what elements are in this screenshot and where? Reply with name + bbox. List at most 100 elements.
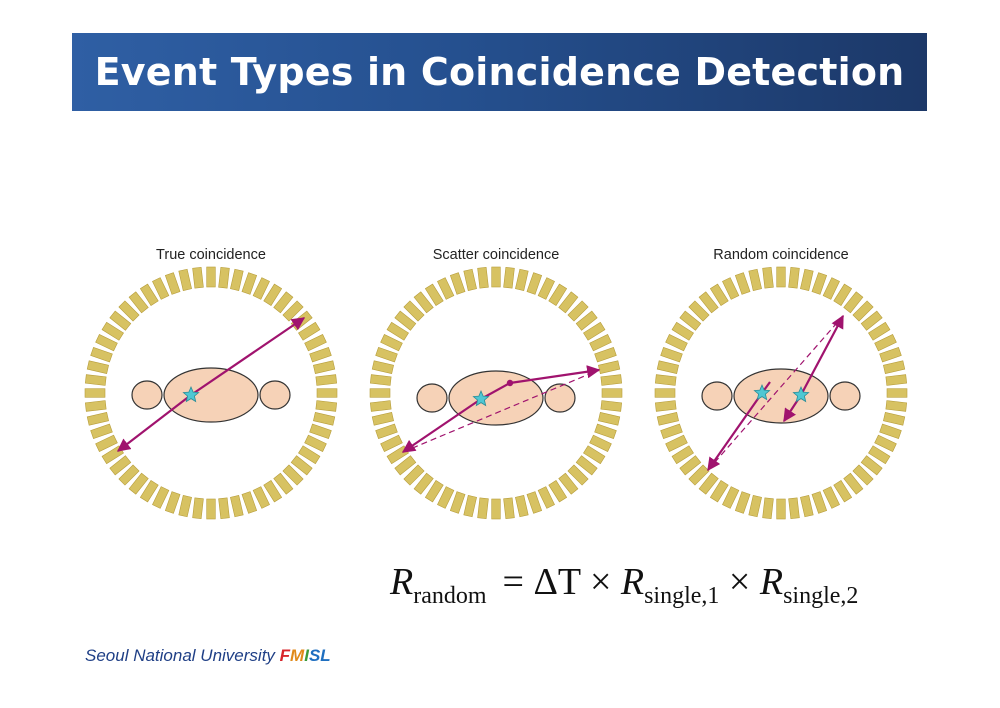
detector-crystal xyxy=(152,486,170,509)
detector-ring xyxy=(654,266,908,520)
detector-crystal xyxy=(811,491,828,514)
source-star-icon xyxy=(472,389,490,407)
patient-body xyxy=(163,367,259,423)
lab-letter: F xyxy=(279,646,291,665)
detector-crystal xyxy=(241,272,258,295)
detector-crystal xyxy=(698,291,719,314)
detector-crystal xyxy=(315,400,338,412)
detector-crystal xyxy=(449,491,466,514)
detector-crystal xyxy=(811,272,828,295)
detector-crystal xyxy=(230,495,244,518)
detector-crystal xyxy=(762,497,774,520)
detector-crystal xyxy=(822,277,840,300)
detector-crystal xyxy=(722,486,740,509)
detector-crystal xyxy=(273,291,294,314)
panel-random-coincidence: Random coincidence xyxy=(654,247,908,520)
title-bar: Event Types in Coincidence Detection xyxy=(72,33,927,111)
detector-crystal xyxy=(206,498,216,520)
detector-crystal xyxy=(178,495,192,518)
star-shape xyxy=(182,385,200,403)
detector-crystal xyxy=(84,400,107,412)
photon-path xyxy=(401,398,482,453)
footer-credit: Seoul National University FMISL xyxy=(85,646,331,666)
detector-crystal xyxy=(282,300,304,322)
detector-crystal xyxy=(263,480,283,503)
detector-crystal xyxy=(491,266,501,288)
false-line-of-response xyxy=(402,369,600,453)
photon-path xyxy=(190,317,306,396)
source-star-icon xyxy=(753,383,771,401)
detector-crystal xyxy=(575,455,598,476)
detector-crystal xyxy=(567,464,589,486)
detector-crystal xyxy=(218,266,230,289)
detector-crystal xyxy=(298,445,321,465)
patient-arm-left xyxy=(131,380,163,410)
panel-label-random: Random coincidence xyxy=(713,247,848,263)
detector-crystal xyxy=(679,310,702,331)
detector-crystal xyxy=(403,464,425,486)
detector-crystal xyxy=(139,283,159,306)
detector-crystal xyxy=(874,334,897,352)
detector-crystal xyxy=(776,266,786,288)
detector-crystal xyxy=(449,272,466,295)
patient-arm-left xyxy=(416,383,448,413)
patient-body xyxy=(733,368,829,424)
detector-crystal xyxy=(164,491,181,514)
scattered-photon-path xyxy=(509,365,601,385)
detector-crystal xyxy=(885,400,908,412)
detector-crystal xyxy=(589,334,612,352)
patient-body xyxy=(448,370,544,426)
detector-crystal xyxy=(575,310,598,331)
detector-crystal xyxy=(885,374,908,386)
detector-crystal xyxy=(394,310,417,331)
detector-crystal xyxy=(403,300,425,322)
detector-crystal xyxy=(656,360,679,374)
detector-crystal xyxy=(252,277,270,300)
detector-crystal xyxy=(598,412,621,426)
detector-crystal xyxy=(263,283,283,306)
detector-crystal xyxy=(375,346,398,363)
detector-crystal xyxy=(660,346,683,363)
detector-crystal xyxy=(290,455,313,476)
formula-delta-t: ΔT xyxy=(533,561,581,603)
detector-crystal xyxy=(698,472,719,495)
detector-crystal xyxy=(463,495,477,518)
detector-crystal xyxy=(583,321,606,341)
panel-label-scatter: Scatter coincidence xyxy=(433,247,560,263)
detector-crystal xyxy=(852,464,874,486)
detector-crystal xyxy=(883,360,906,374)
detector-crystal xyxy=(515,495,529,518)
detector-crystal xyxy=(558,472,579,495)
detector-crystal xyxy=(600,374,623,386)
detector-crystal xyxy=(709,283,729,306)
footer-institution: Seoul National University xyxy=(85,646,275,665)
detector-crystal xyxy=(178,268,192,291)
detector-crystal xyxy=(833,480,853,503)
detector-crystal xyxy=(860,455,883,476)
detector-crystal xyxy=(109,455,132,476)
detector-crystal xyxy=(722,277,740,300)
detector-crystal xyxy=(309,346,332,363)
detector-crystal xyxy=(86,360,109,374)
detector-crystal xyxy=(394,455,417,476)
detector-crystal xyxy=(656,412,679,426)
detector-crystal xyxy=(164,272,181,295)
slide-title: Event Types in Coincidence Detection xyxy=(94,50,905,94)
detector-crystal xyxy=(369,374,392,386)
formula-r1-sub: single,1 xyxy=(644,583,720,609)
detector-crystal xyxy=(313,360,336,374)
detector-crystal xyxy=(241,491,258,514)
panel-true-coincidence: True coincidence xyxy=(84,247,338,520)
detector-crystal xyxy=(477,266,489,289)
detector-crystal xyxy=(230,268,244,291)
detector-crystal xyxy=(139,480,159,503)
coincidence-diagram: True coincidence Scatter coincidence Ran… xyxy=(84,247,908,520)
detector-crystal xyxy=(424,480,444,503)
detector-crystal xyxy=(688,464,710,486)
detector-crystal xyxy=(218,497,230,520)
detector-crystal xyxy=(567,300,589,322)
detector-crystal xyxy=(206,266,216,288)
detector-crystal xyxy=(413,291,434,314)
photon-path xyxy=(707,392,763,472)
detector-crystal xyxy=(252,486,270,509)
